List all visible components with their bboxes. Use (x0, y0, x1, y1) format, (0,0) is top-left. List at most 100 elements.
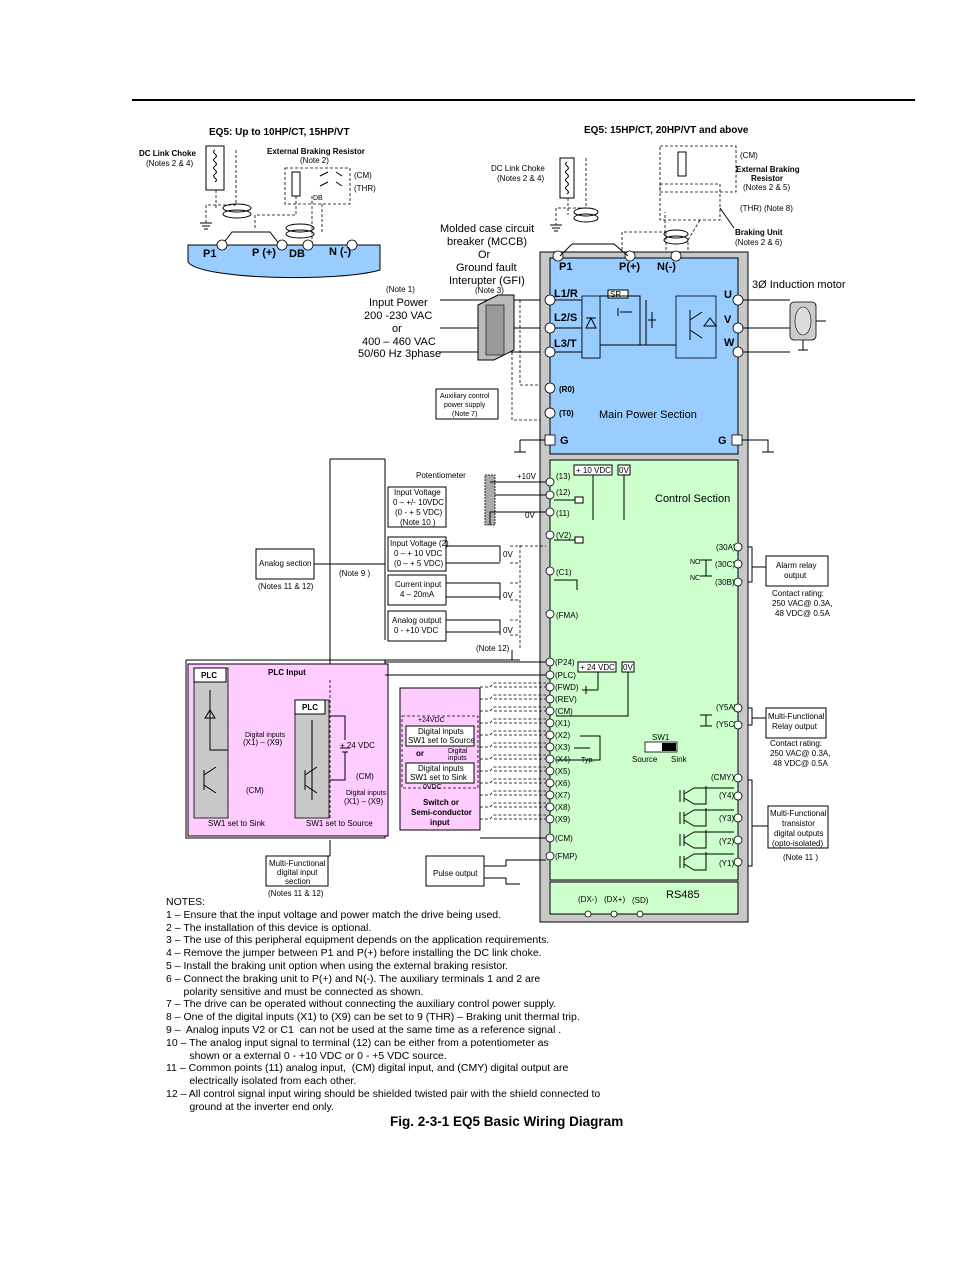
dig-terminal-circle (545, 682, 555, 692)
dig-terminal-circle (545, 790, 555, 800)
term-t0: (T0) (559, 409, 574, 418)
small-term-n: N (-) (329, 246, 351, 258)
analog-section-box (255, 548, 315, 580)
term-l2: L2/S (554, 312, 577, 324)
plc-label-sink: PLC (201, 671, 217, 680)
pulse-output-label: Pulse output (433, 869, 478, 878)
term-c1: (C1) (556, 568, 572, 577)
sw1-source-caption: SW1 set to Source (306, 819, 373, 828)
ext-brake-title-right-a: External Braking (736, 165, 800, 174)
svg-text:400 – 460 VAC: 400 – 460 VAC (362, 336, 436, 348)
svg-text:output: output (784, 571, 807, 580)
output-terminal-circle (733, 835, 743, 845)
term-13: (13) (556, 472, 571, 481)
dig-terminal-label: (X3) (555, 743, 570, 752)
dig-terminal-label: (X2) (555, 731, 570, 740)
control-section-label: Control Section (655, 493, 730, 505)
svg-text:(Note 10 ): (Note 10 ) (400, 518, 436, 527)
input-wire (385, 661, 546, 839)
choke-coil-icon (213, 149, 217, 183)
svg-text:4 – 20mA: 4 – 20mA (400, 590, 435, 599)
input-wire (480, 766, 546, 772)
svg-text:input: input (430, 818, 450, 827)
svg-text:250 VAC@ 0.3A,: 250 VAC@ 0.3A, (772, 599, 832, 608)
note-item: polarity sensitive and must be connected… (166, 985, 424, 998)
output-terminal-circle (733, 773, 743, 783)
svg-text:Digital inputs: Digital inputs (418, 764, 464, 773)
aux-l1: Auxiliary control (440, 393, 490, 400)
dig-terminal-circle (545, 718, 555, 728)
svg-text:Input Voltage: Input Voltage (394, 488, 441, 497)
dig-terminal-label: (X1) (555, 719, 570, 728)
term-fma: (FMA) (556, 611, 579, 620)
large-unit-title: EQ5: 15HP/CT, 20HP/VT and above (584, 125, 749, 136)
term-y5c: (Y5C) (716, 720, 737, 729)
dc-choke-left (205, 145, 225, 191)
term-dx-minus: (DX-) (578, 895, 597, 904)
svg-text:Analog output: Analog output (392, 616, 442, 625)
svg-text:Molded case circuit: Molded case circuit (440, 223, 534, 235)
term-y3: (Y3) (719, 814, 734, 823)
svg-text:50/60 Hz 3phase: 50/60 Hz 3phase (358, 348, 441, 360)
relay-output-box (765, 707, 827, 739)
plus24-small: + 24 VDC (340, 741, 375, 750)
mf-digital-notes: (Notes 11 & 12) (268, 889, 324, 898)
braking-unit-box (659, 183, 721, 221)
digital-terminals: (P24)(PLC)(FWD)(REV)(CM)(X1)(X2)(X3)(X4)… (545, 657, 579, 861)
svg-text:Current input: Current input (395, 580, 442, 589)
note-item: 12 – All control signal input wiring sho… (166, 1087, 601, 1100)
nc-label: NC (690, 575, 700, 582)
sw1-switch[interactable] (644, 741, 678, 753)
typ-label: Typ. (581, 757, 594, 764)
svg-text:48 VDC@ 0.5A: 48 VDC@ 0.5A (775, 609, 830, 618)
svg-text:Semi-conductor: Semi-conductor (411, 808, 472, 817)
term-30b: (30B) (715, 578, 735, 587)
dc-choke-note-right: (Notes 2 & 4) (497, 174, 544, 183)
dig-terminal-circle (545, 670, 555, 680)
dig-terminal-label: (FWD) (555, 683, 579, 692)
note-item: 1 – Ensure that the input voltage and po… (166, 908, 502, 921)
svg-text:breaker (MCCB): breaker (MCCB) (447, 236, 527, 248)
dig-terminal-circle (545, 851, 555, 861)
term-r0: (R0) (559, 385, 575, 394)
semi-0vdc: 0VDC (423, 784, 442, 791)
svg-text:0 – +/- 10VDC: 0 – +/- 10VDC (393, 498, 444, 507)
svg-text:Multi-Functional: Multi-Functional (770, 809, 827, 818)
zero-v-c1: 0V (503, 591, 513, 600)
note-item: 5 – Install the braking unit option when… (166, 959, 509, 972)
mf-digital-box (265, 855, 329, 887)
input-wire (480, 706, 546, 712)
contact-rating-1: Contact rating: (772, 589, 824, 598)
digital-inputs-sink: Digital inputs (245, 732, 286, 739)
dig-terminal-label: (X9) (555, 815, 570, 824)
big-term-p: P(+) (619, 261, 640, 273)
digital-inputs-source: Digital inputs (346, 790, 387, 797)
input-wire (480, 778, 546, 784)
small-unit-power-box (187, 244, 381, 279)
transistor-icon (679, 808, 734, 827)
dig-terminal-label: (CM) (555, 834, 573, 843)
plc-input-title: PLC Input (268, 668, 306, 677)
zero-v-11: 0V (525, 511, 535, 520)
svg-text:0 – + 10 VDC: 0 – + 10 VDC (394, 549, 442, 558)
note11-label: (Note 11 ) (783, 853, 818, 862)
dig-terminal-circle (545, 694, 555, 704)
dig-terminal-label: (X8) (555, 803, 570, 812)
input-wire (480, 730, 546, 736)
plus10vdc-label: + 10 VDC (576, 466, 611, 475)
input-voltage2-box (387, 536, 447, 572)
plus24vdc-label: + 24 VDC (580, 663, 615, 672)
dig-terminal-label: (PLC) (555, 671, 576, 680)
figure-caption: Fig. 2-3-1 EQ5 Basic Wiring Diagram (390, 1114, 624, 1129)
svg-text:(Note 1): (Note 1) (386, 285, 415, 294)
dig-terminal-label: (REV) (555, 695, 577, 704)
term-sd: (SD) (632, 896, 649, 905)
term-y4: (Y4) (719, 791, 734, 800)
svg-text:digital outputs: digital outputs (774, 829, 823, 838)
alarm-relay-box (765, 555, 829, 587)
term-y2: (Y2) (719, 837, 734, 846)
term-w: W (724, 337, 735, 349)
input-wire (480, 682, 546, 688)
svg-text:(Note 3): (Note 3) (475, 286, 504, 295)
